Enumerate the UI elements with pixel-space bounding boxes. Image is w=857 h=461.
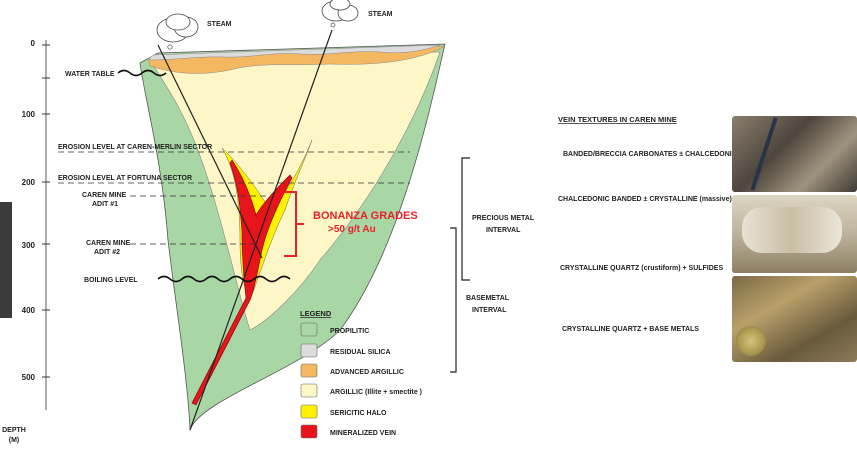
texture-2: CHALCEDONIC BANDED ± CRYSTALLINE (massiv… bbox=[558, 196, 732, 203]
bonanza-grade: >50 g/t Au bbox=[328, 224, 376, 235]
texture-1: BANDED/BRECCIA CARBONATES ± CHALCEDONIC bbox=[563, 151, 737, 158]
boiling-level-label: BOILING LEVEL bbox=[84, 277, 138, 284]
legend: LEGEND PROPILITIC RESIDUAL SILICA ADVANCED… bbox=[300, 309, 422, 439]
boiling-level-wave bbox=[157, 275, 291, 283]
side-tab bbox=[0, 202, 12, 318]
texture-4: CRYSTALLINE QUARTZ + BASE METALS bbox=[562, 326, 699, 333]
texture-3: CRYSTALLINE QUARTZ (crustiform) + SULFID… bbox=[560, 265, 723, 272]
fault-right bbox=[189, 29, 333, 431]
legend-swatch bbox=[300, 383, 318, 398]
tick-200: 200 bbox=[22, 178, 36, 187]
erosion-fortuna-label: EROSION LEVEL AT FORTUNA SECTOR bbox=[58, 175, 192, 182]
tick-500: 500 bbox=[22, 373, 36, 382]
steam-label-right: STEAM bbox=[368, 11, 393, 18]
legend-title: LEGEND bbox=[300, 309, 332, 318]
legend-swatch bbox=[300, 363, 318, 378]
legend-swatch bbox=[300, 424, 318, 439]
depth-axis: 0 100 200 300 400 500 DEPTH (M) bbox=[2, 39, 50, 444]
depth-label: DEPTH bbox=[2, 427, 26, 434]
depth-unit: (M) bbox=[9, 437, 20, 444]
advanced-argillic-zone bbox=[147, 45, 445, 74]
tick-400: 400 bbox=[22, 306, 36, 315]
adit1-label: CAREN MINE bbox=[82, 192, 127, 199]
steam-cloud-right bbox=[321, 0, 359, 28]
basemetal-interval-label-2: INTERVAL bbox=[472, 307, 507, 314]
erosion-caren-merlin-label: EROSION LEVEL AT CAREN-MERLIN SECTOR bbox=[58, 144, 212, 151]
bonanza-title: BONANZA GRADES bbox=[313, 210, 418, 222]
tick-0: 0 bbox=[31, 39, 36, 48]
legend-item-label: RESIDUAL SILICA bbox=[330, 349, 391, 356]
legend-item-label: ARGILLIC (Illite + smectite ) bbox=[330, 389, 422, 396]
legend-item-label: ADVANCED ARGILLIC bbox=[330, 369, 404, 376]
tick-100: 100 bbox=[22, 110, 36, 119]
steam-cloud-left bbox=[156, 13, 199, 50]
water-table-wave bbox=[117, 69, 167, 77]
basemetal-interval-label: BASEMETAL bbox=[466, 295, 510, 302]
vein-photo-3 bbox=[732, 276, 857, 362]
water-table-label: WATER TABLE bbox=[65, 71, 115, 78]
precious-interval-label: PRECIOUS METAL bbox=[472, 215, 535, 222]
steam-label-left: STEAM bbox=[207, 21, 232, 28]
fault-left bbox=[157, 44, 263, 259]
precious-interval-label-2: INTERVAL bbox=[486, 227, 521, 234]
tick-300: 300 bbox=[22, 241, 36, 250]
adit2-number: ADIT #2 bbox=[94, 249, 120, 256]
precious-interval-brace bbox=[461, 157, 470, 281]
legend-item-label: SERICITIC HALO bbox=[330, 410, 387, 417]
basemetal-interval-brace bbox=[450, 227, 457, 373]
legend-item-label: PROPILITIC bbox=[330, 328, 369, 335]
legend-swatch bbox=[300, 322, 318, 337]
adit1-number: ADIT #1 bbox=[92, 201, 118, 208]
vein-photo-2 bbox=[732, 195, 857, 273]
legend-swatch bbox=[300, 404, 318, 419]
residual-silica-zone bbox=[149, 44, 441, 61]
legend-swatch bbox=[300, 343, 318, 358]
vein-photo-1 bbox=[732, 116, 857, 192]
mineralized-vein bbox=[191, 159, 293, 406]
textures-title: VEIN TEXTURES IN CAREN MINE bbox=[558, 115, 677, 124]
adit2-label: CAREN MINE bbox=[86, 240, 131, 247]
legend-item-label: MINERALIZED VEIN bbox=[330, 430, 396, 437]
